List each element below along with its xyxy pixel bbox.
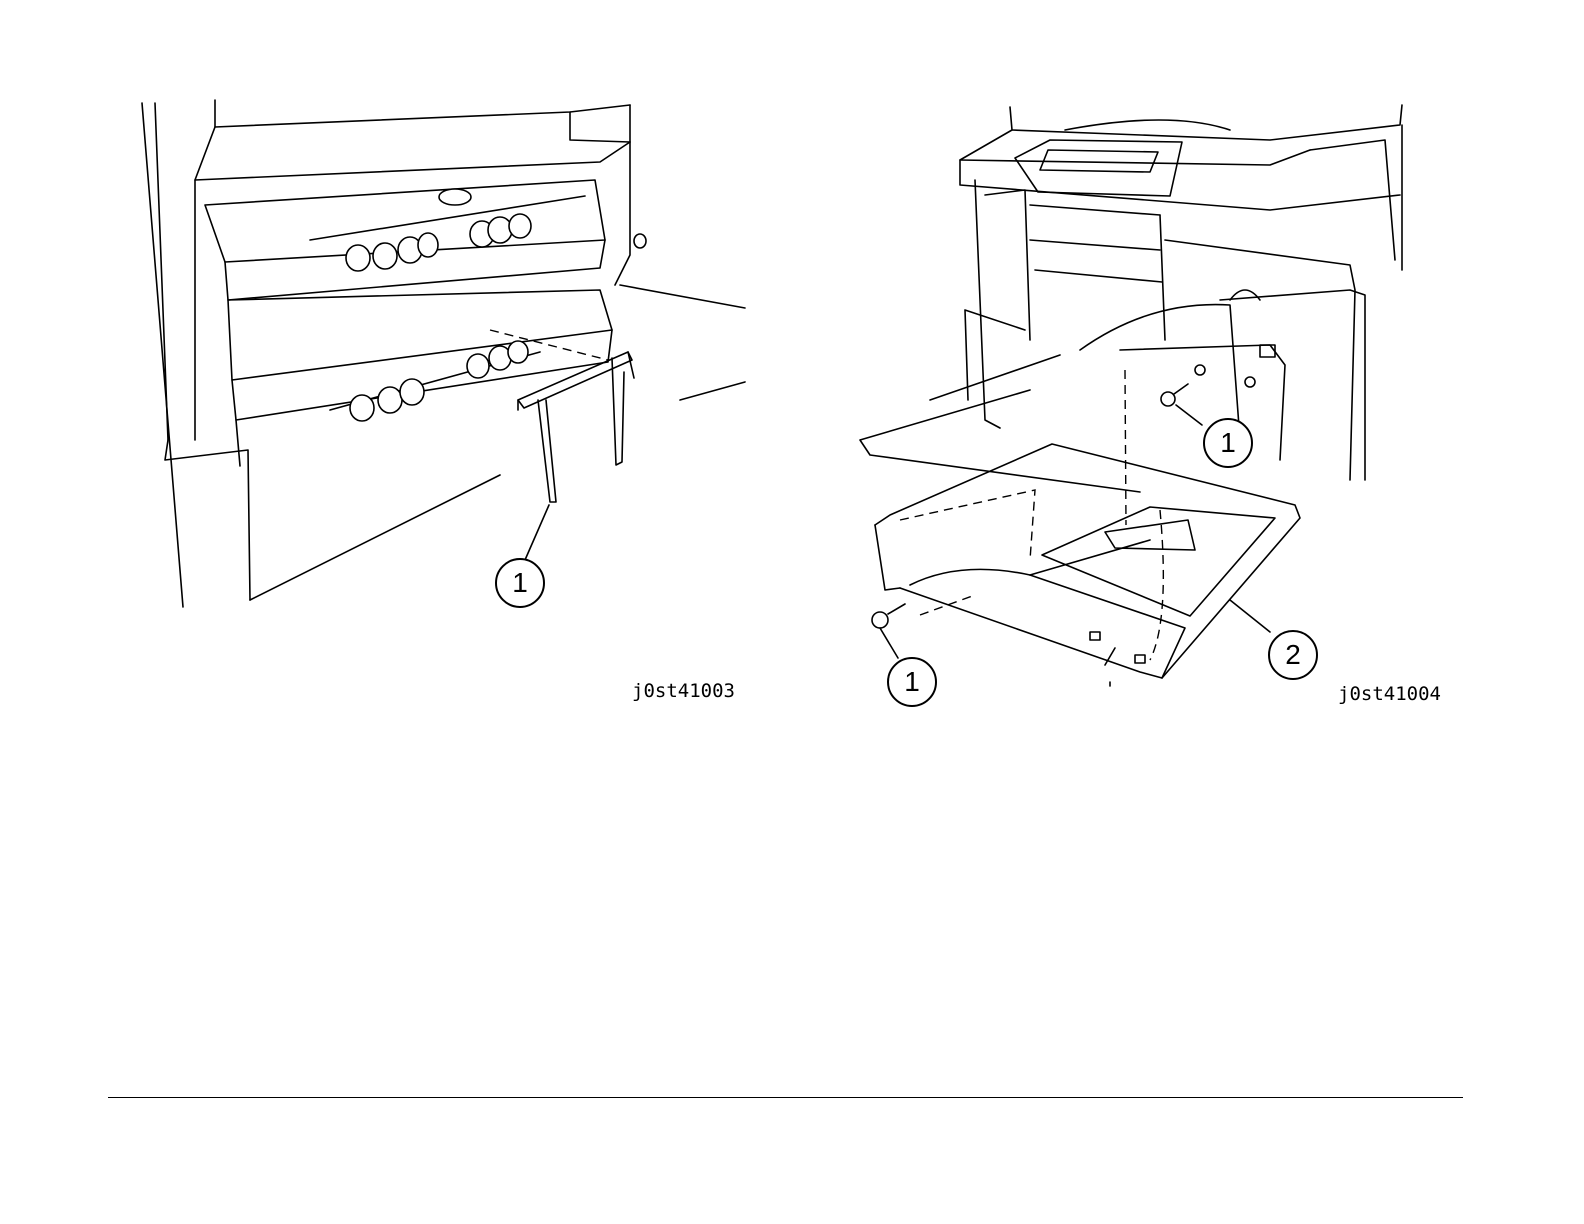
- figure-left-diagram: 1 j0st41003: [0, 0, 790, 740]
- front-frame-left: [975, 180, 1000, 428]
- lower-roller-panel: [228, 290, 612, 380]
- internal-frame: [1165, 240, 1355, 480]
- machine-top-edge: [215, 100, 630, 127]
- machine-top-cover: [960, 107, 1400, 210]
- callout-2: 2: [1268, 630, 1318, 680]
- left-line-art: [0, 0, 790, 740]
- figure-right-diagram: 1 1 2 j0st41004: [790, 0, 1584, 740]
- machine-lower-body: [165, 440, 250, 600]
- bracket-part: [518, 352, 634, 502]
- leader-line-callout-1: [525, 505, 549, 560]
- output-tray-left: [860, 390, 1140, 492]
- upper-rollers: [310, 189, 585, 271]
- right-line-art: [790, 0, 1584, 740]
- floor-line: [620, 285, 745, 308]
- machine-left-edge: [142, 103, 183, 607]
- screw-icon: [1161, 384, 1188, 406]
- callout-1-lower: 1: [887, 657, 937, 707]
- figure-id-label: j0st41003: [632, 680, 735, 702]
- callout-1: 1: [495, 558, 545, 608]
- footer-divider: [108, 1097, 1463, 1098]
- callout-1-upper: 1: [1203, 418, 1253, 468]
- figure-id-label: j0st41004: [1338, 683, 1441, 705]
- cover-part: [875, 444, 1300, 678]
- front-screw-icon: [872, 604, 905, 628]
